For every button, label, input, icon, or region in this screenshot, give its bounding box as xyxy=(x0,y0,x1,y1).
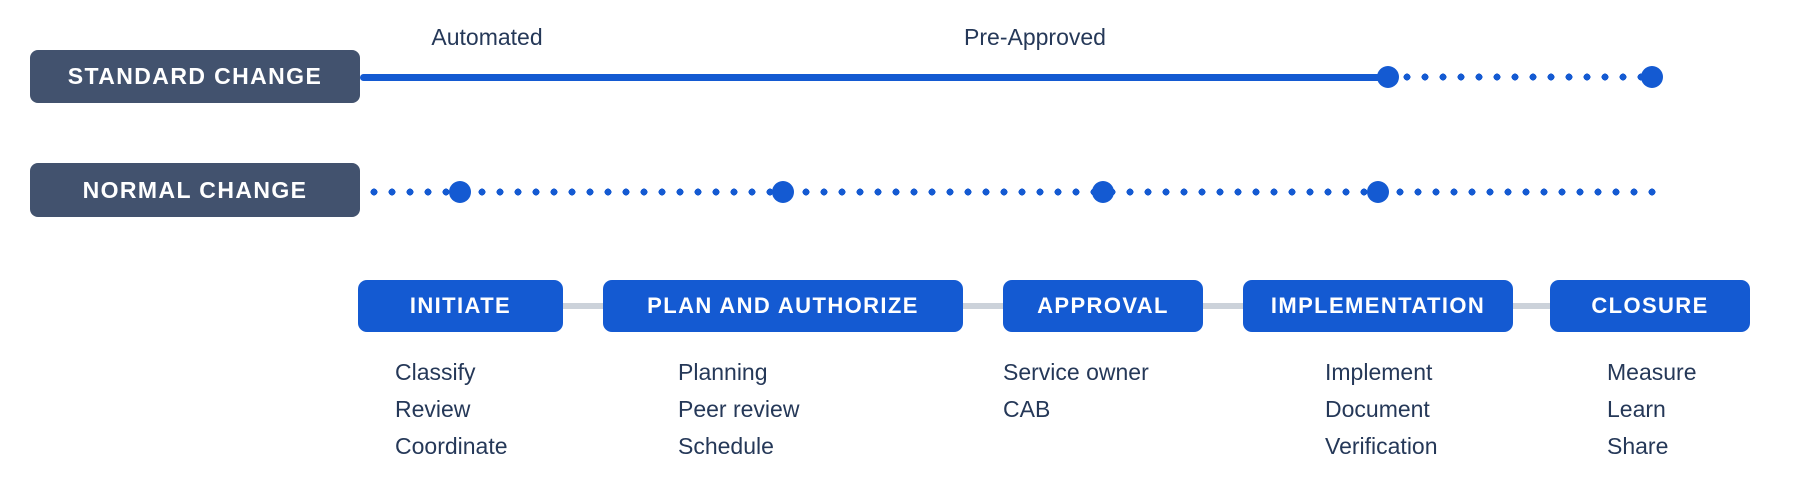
stage-approval: APPROVAL xyxy=(1003,280,1203,332)
activity-item: Verification xyxy=(1325,433,1438,459)
activity-item: Peer review xyxy=(678,396,800,422)
milestone-dot-initiate-normal xyxy=(449,181,471,203)
stage-closure-activities: Measure Learn Share xyxy=(1607,354,1696,465)
pre-approved-label: Pre-Approved xyxy=(964,24,1106,50)
stage-closure-label: CLOSURE xyxy=(1591,293,1709,318)
activity-item: Coordinate xyxy=(395,433,508,459)
stage-approval-label: APPROVAL xyxy=(1037,293,1169,318)
activity-item: Measure xyxy=(1607,359,1697,385)
stage-initiate: INITIATE xyxy=(358,280,563,332)
stage-closure: CLOSURE xyxy=(1550,280,1750,332)
stage-initiate-label: INITIATE xyxy=(409,293,512,318)
stage-plan-and-authorize: PLAN AND AUTHORIZE xyxy=(603,280,963,332)
stage-connector xyxy=(963,303,1003,309)
stage-connector xyxy=(563,303,603,309)
activity-item: Schedule xyxy=(678,433,774,459)
normal-change-lane-label: NORMAL CHANGE xyxy=(30,163,360,217)
stage-connector xyxy=(1513,303,1550,309)
stage-implementation-activities: Implement Document Verification xyxy=(1325,354,1438,465)
standard-change-solid-line xyxy=(360,74,1390,81)
stage-implementation-label: IMPLEMENTATION xyxy=(1270,293,1486,318)
activity-item: Planning xyxy=(678,359,768,385)
activity-item: Document xyxy=(1325,396,1430,422)
normal-change-lane-text: NORMAL CHANGE xyxy=(82,176,308,203)
milestone-dot-implementation-normal xyxy=(1367,181,1389,203)
stage-initiate-activities: Classify Review Coordinate xyxy=(395,354,508,465)
milestone-dot-closure-standard xyxy=(1641,66,1663,88)
stage-approval-activities: Service owner CAB xyxy=(1003,354,1149,428)
milestone-dot-implementation-standard xyxy=(1377,66,1399,88)
standard-change-lane-text: STANDARD CHANGE xyxy=(67,63,323,89)
activity-item: Implement xyxy=(1325,359,1433,385)
standard-change-lane-label: STANDARD CHANGE xyxy=(30,50,360,103)
activity-item: Review xyxy=(395,396,471,422)
activity-item: Service owner xyxy=(1003,359,1149,385)
stage-plan-and-authorize-label: PLAN AND AUTHORIZE xyxy=(647,293,919,318)
activity-item: Learn xyxy=(1607,396,1666,422)
milestone-dot-approval-normal xyxy=(1092,181,1114,203)
normal-change-dotted-line xyxy=(365,188,1665,196)
stage-implementation: IMPLEMENTATION xyxy=(1243,280,1513,332)
activity-item: Share xyxy=(1607,433,1669,459)
activity-item: CAB xyxy=(1003,396,1051,422)
stage-connector xyxy=(1203,303,1243,309)
milestone-dot-plan-normal xyxy=(772,181,794,203)
automated-label: Automated xyxy=(431,24,543,50)
stage-plan-and-authorize-activities: Planning Peer review Schedule xyxy=(678,354,799,465)
standard-change-dotted-line xyxy=(1398,73,1650,81)
activity-item: Classify xyxy=(395,359,476,385)
